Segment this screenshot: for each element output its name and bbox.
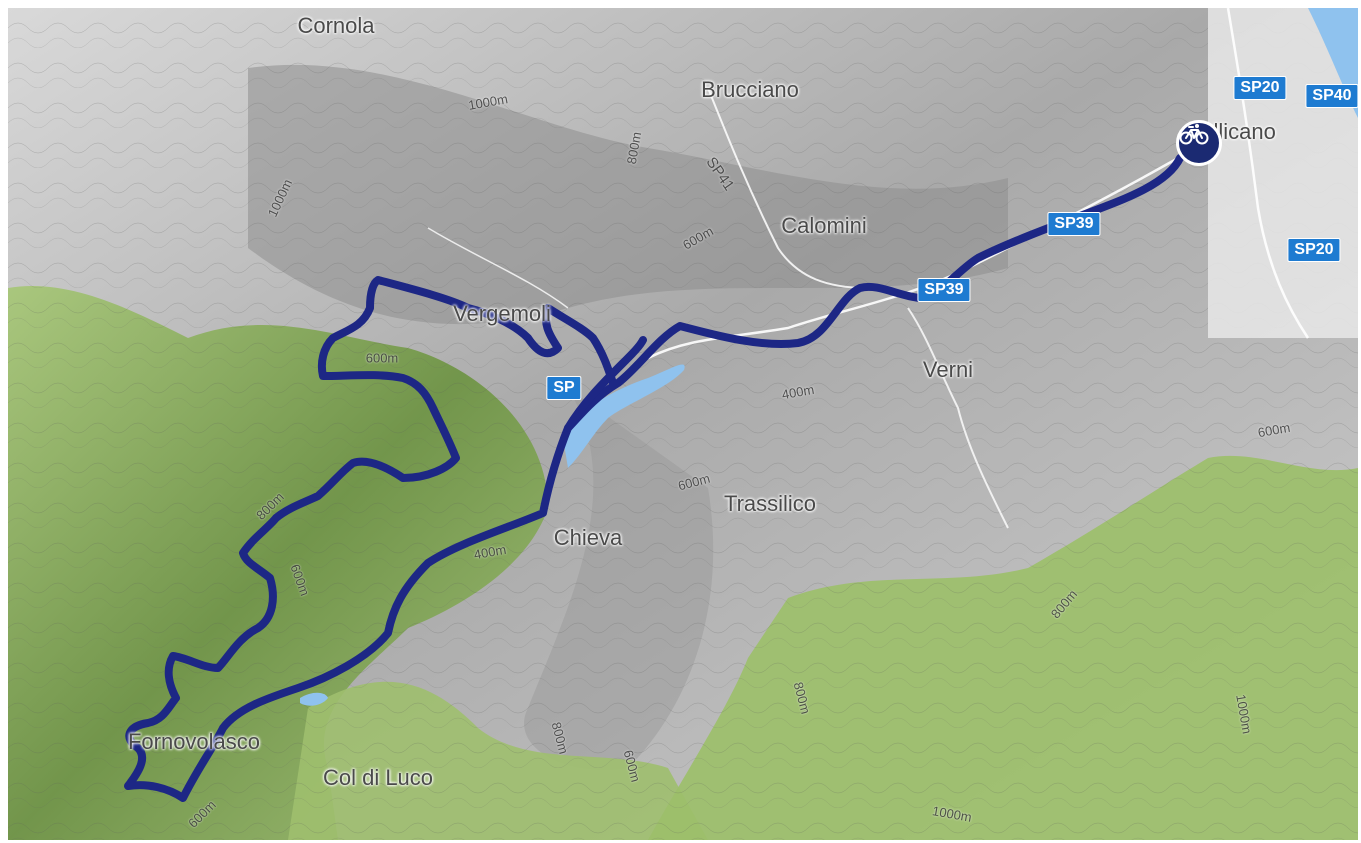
place-label-fornovolasco: Fornovolasco: [127, 729, 261, 754]
map-canvas[interactable]: [8, 8, 1358, 840]
road-shield-sp20: SP20: [1233, 76, 1287, 100]
road: [427, 227, 569, 309]
place-label-brucciano: Brucciano: [701, 77, 799, 102]
place-label-calomini: Calomini: [781, 213, 867, 238]
urban-area: [1208, 8, 1358, 338]
lake: [563, 364, 685, 468]
place-label-verni: Verni: [922, 357, 974, 382]
road-shield-sp20: SP20: [1287, 238, 1341, 262]
road-shield-sp39: SP39: [917, 278, 971, 302]
place-label-cornola: Cornola: [297, 13, 375, 38]
lake: [300, 692, 328, 706]
road: [907, 307, 1009, 529]
place-label-trassilico: Trassilico: [723, 491, 817, 516]
bicycle-icon: [1179, 124, 1209, 145]
elevation-label: 600m: [365, 350, 399, 366]
road: [707, 87, 869, 289]
road-shield-sp39: SP39: [1047, 212, 1101, 236]
road: [1226, 8, 1310, 339]
terrain-map[interactable]: Cornola Brucciano Calomini Vergemoli Ver…: [8, 8, 1358, 840]
road-shield-sp40: SP40: [1305, 84, 1358, 108]
place-label-vergemoli: Vergemoli: [453, 301, 551, 326]
place-label-chieva: Chieva: [553, 525, 623, 550]
cycling-route-spur[interactable]: [564, 336, 647, 432]
place-label-col-di-luco: Col di Luco: [322, 765, 434, 790]
route-start-marker[interactable]: [1176, 120, 1222, 166]
contour-lines: [8, 8, 1358, 840]
road-shield-sp: SP: [546, 376, 582, 400]
cycling-route[interactable]: [124, 154, 1184, 802]
